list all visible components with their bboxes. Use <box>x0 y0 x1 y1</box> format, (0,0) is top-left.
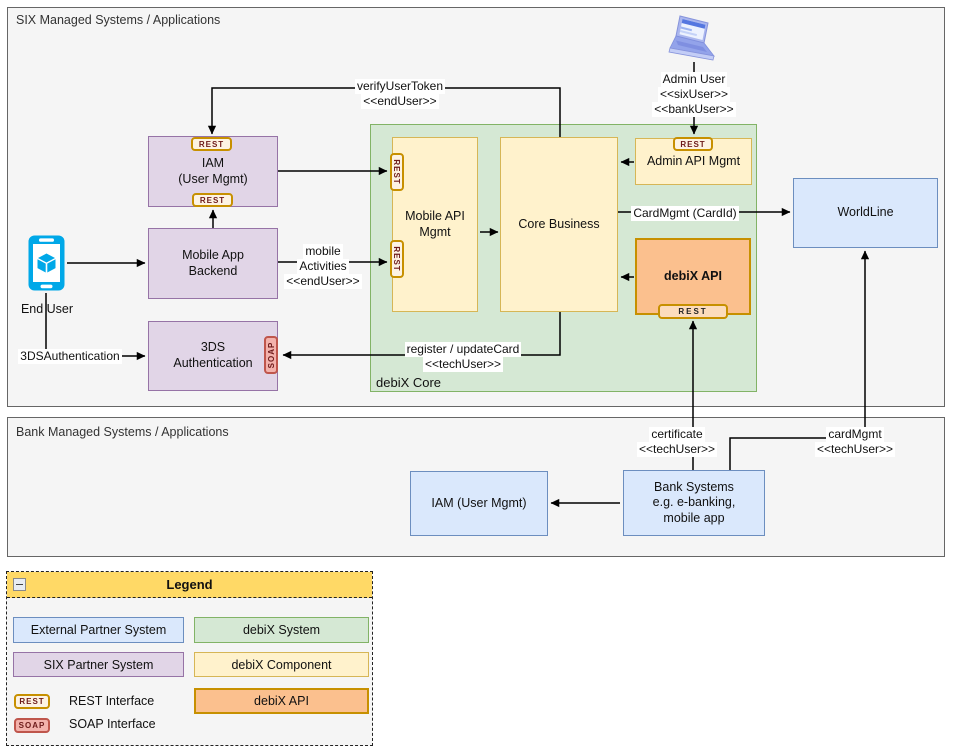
mobile-activities-l1: mobile <box>303 244 343 259</box>
rest-badge-mobileapi-bottom: REST <box>390 240 404 278</box>
rest-badge-mobileapi-top: REST <box>390 153 404 191</box>
smartphone-icon[interactable] <box>27 234 66 292</box>
legend-soap-interface-label: SOAP Interface <box>69 717 156 731</box>
legend-swatch-external-partner: External Partner System <box>13 617 184 643</box>
cardmgmt-label-text: cardMgmt <box>826 427 884 442</box>
edge-label-certificate: certificate <<techUser>> <box>630 427 724 457</box>
rest-badge-iam-bottom: REST <box>192 193 233 207</box>
legend-panel: Legend External Partner System debiX Sys… <box>6 571 373 746</box>
node-iam-bank[interactable]: IAM (User Mgmt) <box>410 471 548 536</box>
node-mobile-api-mgmt[interactable]: Mobile API Mgmt <box>392 137 478 312</box>
legend-swatch-debix-api: debiX API <box>194 688 369 714</box>
collapse-icon[interactable] <box>13 578 26 591</box>
end-user-label: End User <box>20 302 74 316</box>
node-admin-api-mgmt[interactable]: Admin API Mgmt <box>635 138 752 185</box>
verify-label-text: verifyUserToken <box>354 79 446 94</box>
node-3ds-authentication[interactable]: 3DS Authentication <box>148 321 278 391</box>
rest-badge-debixapi: REST <box>658 304 728 319</box>
six-container-title: SIX Managed Systems / Applications <box>16 13 221 27</box>
legend-soap-badge: SOAP <box>14 718 50 733</box>
bank-container-title: Bank Managed Systems / Applications <box>16 425 229 439</box>
rest-badge-iam-top: REST <box>191 137 232 151</box>
node-core-business[interactable]: Core Business <box>500 137 618 312</box>
rest-badge-adminapi: REST <box>673 137 713 151</box>
legend-swatch-six-partner: SIX Partner System <box>13 652 184 677</box>
node-bank-systems[interactable]: Bank Systems e.g. e-banking, mobile app <box>623 470 765 536</box>
legend-rest-badge: REST <box>14 694 50 709</box>
node-worldline[interactable]: WorldLine <box>793 178 938 248</box>
legend-header: Legend <box>7 572 372 598</box>
laptop-icon[interactable] <box>668 15 718 61</box>
soap-badge-3ds: SOAP <box>264 336 278 374</box>
cardmgmt-label-user: <<techUser>> <box>814 442 896 457</box>
admin-user-role-bank: <<bankUser>> <box>652 102 736 117</box>
admin-user-name: Admin User <box>660 72 728 87</box>
legend-rest-interface-label: REST Interface <box>69 694 155 708</box>
admin-user-label: Admin User <<sixUser>> <<bankUser>> <box>614 72 774 117</box>
debix-core-label: debiX Core <box>376 375 442 390</box>
edge-label-verifyusertoken: verifyUserToken <<endUser>> <box>338 79 462 109</box>
register-label-text: register / updateCard <box>404 342 522 357</box>
admin-user-role-six: <<sixUser>> <box>657 87 731 102</box>
edge-label-mobile-activities: mobile Activities <<endUser>> <box>280 244 366 289</box>
edge-label-3dsauthentication: 3DSAuthentication <box>14 349 126 364</box>
verify-label-user: <<endUser>> <box>361 94 439 109</box>
legend-swatch-debix-component: debiX Component <box>194 652 369 677</box>
node-mobile-app-backend[interactable]: Mobile App Backend <box>148 228 278 299</box>
edge-label-cardmgmt: cardMgmt <<techUser>> <box>808 427 902 457</box>
register-label-user: <<techUser>> <box>422 357 504 372</box>
3dsauth-label-text: 3DSAuthentication <box>18 349 122 364</box>
certificate-label-user: <<techUser>> <box>636 442 718 457</box>
certificate-label-text: certificate <box>649 427 705 442</box>
edge-label-cardmgmt-cardid: CardMgmt (CardId) <box>625 206 745 221</box>
legend-title: Legend <box>166 577 213 592</box>
cardmgmt-cardid-text: CardMgmt (CardId) <box>631 206 739 221</box>
edge-label-register-updatecard: register / updateCard <<techUser>> <box>396 342 530 372</box>
legend-swatch-debix-system: debiX System <box>194 617 369 643</box>
mobile-activities-l2: Activities <box>297 259 349 274</box>
mobile-activities-user: <<endUser>> <box>284 274 362 289</box>
